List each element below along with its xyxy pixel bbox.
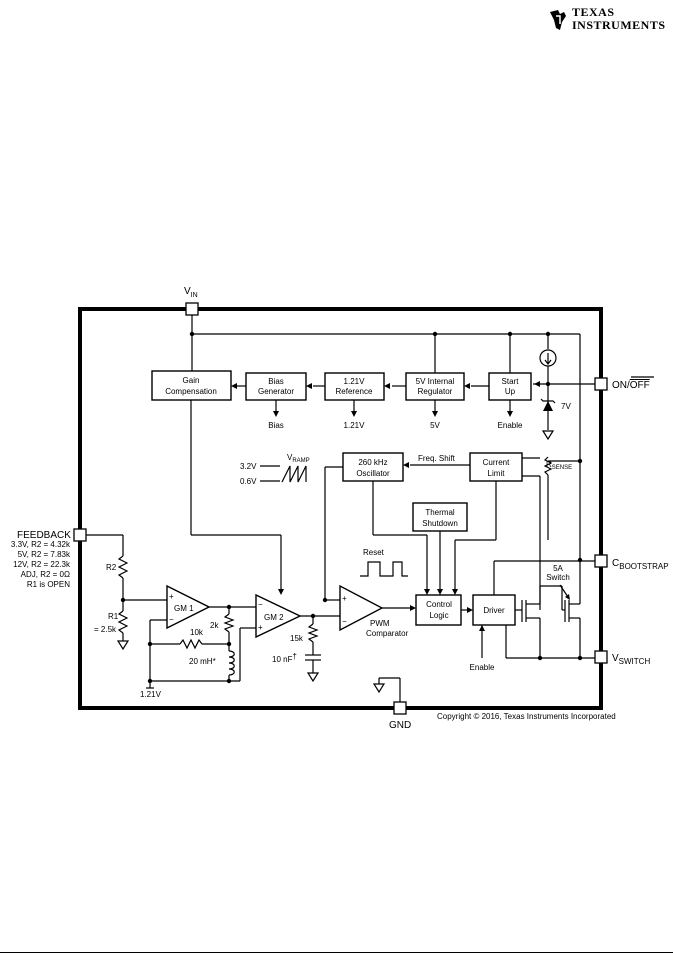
- rsense-resistor: [543, 456, 553, 476]
- pin-cbootstrap: [594, 554, 608, 568]
- bias-output-label: Bias: [268, 421, 284, 430]
- osc-line1: 260 kHz: [358, 458, 387, 467]
- osc-line2: Oscillator: [356, 469, 390, 478]
- driver-label: Driver: [483, 606, 505, 615]
- switch-transistors: [521, 560, 581, 658]
- cap-label: 10 nF†: [272, 652, 297, 664]
- gm2-amplifier: [255, 593, 302, 639]
- zener-diode: [543, 401, 553, 411]
- gm2-label: GM 2: [264, 613, 284, 622]
- switch-label-2: Switch: [546, 573, 570, 582]
- pin-vin-label: VIN: [184, 286, 198, 299]
- reg-line2: Regulator: [418, 387, 453, 396]
- switch-label-1: 5A: [553, 564, 563, 573]
- control-line2: Logic: [429, 611, 448, 620]
- current-limit-block: [469, 452, 523, 482]
- inductor: [228, 650, 235, 676]
- thermal-shutdown-block: [412, 502, 468, 532]
- pin-vin: [185, 302, 199, 316]
- option-adj: ADJ, R2 = 0Ω: [21, 570, 70, 579]
- bias-gen-line2: Generator: [258, 387, 294, 396]
- pwm-minus: −: [342, 617, 347, 626]
- r10k-resistor: [179, 638, 203, 650]
- zener-label: 7V: [561, 402, 571, 411]
- curlim-line2: Limit: [488, 469, 506, 478]
- r2-label: R2: [106, 563, 117, 572]
- reg-line1: 5V Internal: [416, 377, 455, 386]
- pin-feedback-label: FEEDBACK: [17, 530, 71, 541]
- thermal-line2: Shutdown: [422, 519, 458, 528]
- control-logic-block: [415, 594, 462, 626]
- startup-line2: Up: [505, 387, 516, 396]
- bias-gen-line1: Bias: [268, 377, 284, 386]
- ground-symbol-r1: [116, 640, 130, 651]
- reset-label: Reset: [363, 548, 385, 557]
- pin-feedback: [73, 528, 87, 542]
- option-r1-open: R1 is OPEN: [27, 580, 70, 589]
- option-5v: 5V, R2 = 7.83k: [18, 550, 71, 559]
- pwm-comparator: [339, 584, 384, 632]
- r1-value: = 2.5k: [94, 625, 117, 634]
- reg-output-label: 5V: [430, 421, 440, 430]
- gain-comp-line1: Gain: [183, 376, 200, 385]
- pin-on-off-label: ON/OFF: [612, 380, 650, 391]
- startup-line1: Start: [502, 377, 520, 386]
- gm1-plus: +: [169, 592, 174, 601]
- brand-wordmark: Texas Instruments: [572, 6, 666, 32]
- brand-line-2: Instruments: [572, 18, 666, 32]
- gm1-label: GM 1: [174, 604, 194, 613]
- pin-vswitch-label: VSWITCH: [612, 653, 650, 666]
- enable-top-label: Enable: [498, 421, 523, 430]
- pin-vswitch: [594, 650, 608, 664]
- ref-output-label: 1.21V: [344, 421, 366, 430]
- r2k-resistor: [223, 613, 235, 633]
- inductor-label: 20 mH*: [189, 657, 216, 666]
- ground-symbol: [541, 430, 555, 441]
- ref-bottom-label: 1.21V: [140, 690, 162, 699]
- bias-generator-block: [245, 372, 307, 401]
- gm1-amplifier: [166, 584, 211, 630]
- gm1-minus: −: [169, 615, 174, 624]
- ti-logo-icon: [550, 10, 566, 30]
- r1-resistor: [117, 610, 129, 634]
- copyright-text: Copyright © 2016, Texas Instruments Inco…: [437, 712, 616, 721]
- curlim-line1: Current: [483, 458, 510, 467]
- enable-bottom-label: Enable: [470, 663, 495, 672]
- pin-cbootstrap-label: CBOOTSTRAP: [612, 558, 669, 571]
- ramp-low-label: 0.6V: [240, 477, 257, 486]
- option-12v: 12V, R2 = 22.3k: [13, 560, 71, 569]
- ground-symbol-cap: [306, 672, 320, 683]
- pwm-plus: +: [342, 594, 347, 603]
- gain-comp-line2: Compensation: [165, 387, 217, 396]
- vramp-label: VRAMP: [287, 453, 310, 464]
- pin-gnd-label: GND: [389, 720, 411, 731]
- option-3v3: 3.3V, R2 = 4.32k: [11, 540, 71, 549]
- thermal-line1: Thermal: [425, 508, 455, 517]
- pin-gnd: [393, 701, 407, 715]
- pwm-label-2: Comparator: [366, 629, 409, 638]
- ref-line2: Reference: [336, 387, 373, 396]
- ramp-waveform: [281, 465, 307, 483]
- gm2-plus: +: [258, 623, 263, 632]
- r15k-label: 15k: [290, 634, 304, 643]
- r15k-resistor: [307, 623, 319, 643]
- driver-block: [472, 594, 516, 626]
- brand-line-1: Texas: [572, 5, 615, 19]
- ground-symbol-gnd: [372, 683, 386, 694]
- page-bottom-rule: [0, 952, 673, 953]
- r2-resistor: [117, 555, 129, 579]
- r2k-label: 2k: [210, 621, 219, 630]
- reset-waveform: [360, 561, 408, 577]
- pin-on-off: [594, 377, 608, 391]
- ic-boundary: [78, 307, 603, 710]
- ref-line1: 1.21V: [344, 377, 366, 386]
- r10k-label: 10k: [190, 628, 204, 637]
- ramp-high-label: 3.2V: [240, 462, 257, 471]
- freq-shift-label: Freq. Shift: [418, 454, 456, 463]
- control-line1: Control: [426, 600, 452, 609]
- gm2-minus: −: [258, 600, 263, 609]
- r1-label: R1: [108, 612, 119, 621]
- pwm-label-1: PWM: [370, 619, 390, 628]
